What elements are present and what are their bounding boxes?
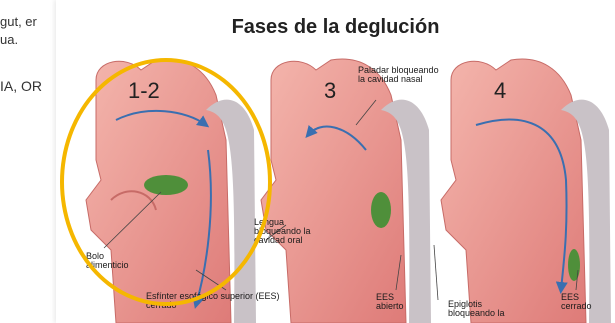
figure-title: Fases de la deglución (56, 16, 615, 39)
article-text-line-1: gut, er (0, 14, 37, 29)
article-text-line-3: IA, OR (0, 78, 42, 94)
stage-number-4: 4 (494, 78, 506, 104)
label-ees-cerrado: EES cerrado (561, 293, 601, 311)
head-stage-3 (261, 59, 431, 323)
head-stage-4 (441, 59, 611, 323)
article-text-line-2: ua. (0, 32, 18, 47)
label-ees-abierto: EES abierto (376, 293, 408, 311)
stage-number-3: 3 (324, 78, 336, 104)
highlight-circle (60, 58, 272, 306)
label-paladar: Paladar bloqueando la cavidad nasal (358, 66, 448, 84)
swallowing-phases-figure: Fases de la deglución 1-2 3 4 Bolo alime… (56, 0, 615, 323)
label-epiglotis: Epiglotis bloqueando la (448, 300, 528, 318)
